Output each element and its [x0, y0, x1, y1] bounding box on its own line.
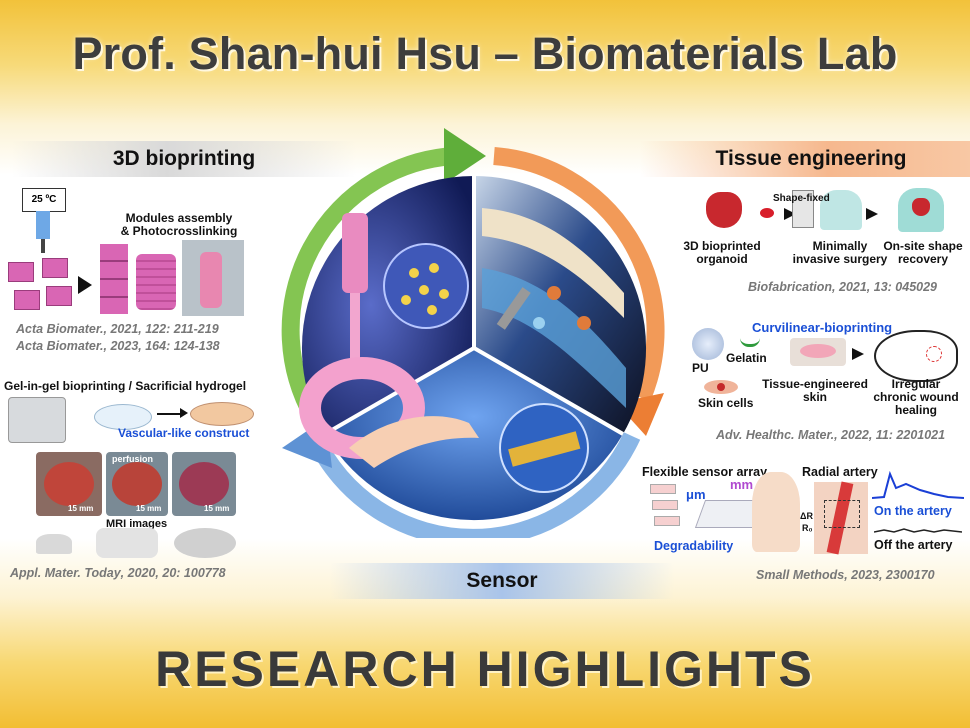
millimeter-label: mm	[730, 477, 754, 492]
arrow-right-icon-2	[157, 413, 181, 415]
modules-label-1: Modules assembly	[125, 211, 233, 225]
micrometer-label: μm	[686, 487, 706, 502]
hydrogel-cube-icon	[8, 262, 34, 282]
heart-organoid-icon	[706, 192, 742, 228]
hand-icon	[349, 416, 479, 468]
mri-image-1	[36, 534, 72, 554]
green-arrow-arc	[281, 147, 455, 423]
bioprinter-icon	[8, 397, 66, 443]
orange-arrow-arc	[493, 147, 665, 402]
tissue-citation-1: Biofabrication, 2021, 13: 045029	[748, 280, 937, 294]
mri-image-3	[174, 528, 236, 558]
degradability-label: Degradability	[654, 539, 734, 553]
tissue-skin-label-2: skin	[802, 390, 827, 404]
off-artery-label: Off the artery	[874, 538, 953, 552]
stacked-modules-icon	[100, 244, 128, 314]
tissue-banner: Tissue engineering	[640, 141, 970, 177]
sensor-banner: Sensor	[330, 563, 674, 599]
radial-artery-label: Radial artery	[802, 465, 878, 479]
skin-cells-label: Skin cells	[698, 396, 754, 410]
blue-arrow-arc	[305, 432, 641, 538]
surgery-label-1: Minimally	[812, 239, 868, 253]
organoid-label-1: 3D bioprinted	[683, 239, 761, 253]
patient-icon	[898, 188, 944, 232]
off-artery-signal	[874, 528, 962, 533]
skin-construct-photo	[790, 338, 846, 366]
mri-label: MRI images	[106, 518, 168, 530]
recovery-label-2: recovery	[897, 252, 949, 266]
mri-image-2	[96, 528, 158, 558]
freezer-icon	[792, 190, 814, 228]
temperature-box: 25 ºC	[22, 188, 66, 212]
bioprinting-banner: 3D bioprinting	[12, 141, 356, 177]
skin-layer-icon	[482, 208, 624, 318]
center-circle-graphic	[281, 128, 665, 538]
poster-footer: RESEARCH HIGHLIGHTS	[155, 641, 815, 697]
sensor-array-icon	[650, 484, 676, 494]
needle-icon	[496, 287, 531, 330]
perfusion-photo-1	[36, 452, 102, 516]
layered-construct-icon	[136, 254, 176, 310]
bioprinting-citation-3: Appl. Mater. Today, 2020, 20: 100778	[10, 566, 226, 580]
perfusion-photo-3	[172, 452, 236, 516]
scale-bar-3: 15 mm	[204, 504, 230, 513]
human-body-icon	[752, 472, 800, 552]
radial-artery-diagram	[814, 481, 868, 555]
mouse-wound-icon	[874, 330, 958, 382]
bioprinting-citation-2: Acta Biomater., 2023, 164: 124-138	[16, 339, 220, 353]
scale-bar-1: 15 mm	[68, 504, 94, 513]
tissue-citation-2: Adv. Healthc. Mater., 2022, 11: 2201021	[716, 428, 946, 442]
gelatin-strand-icon	[740, 338, 760, 347]
syringe-icon	[36, 211, 50, 239]
wound-label-1: Irregular	[891, 377, 941, 391]
poster-title: Prof. Shan-hui Hsu – Biomaterials Lab	[72, 28, 898, 79]
recovery-label-1: On-site shape	[883, 239, 963, 253]
wound-label-3: healing	[894, 403, 937, 417]
wound-label-2: chronic wound	[873, 390, 959, 404]
curvilinear-label: Curvilinear-bioprinting	[752, 320, 893, 335]
gel-dish-icon	[94, 404, 152, 430]
shape-fixed-dot-icon	[760, 208, 774, 218]
artery-signal-chart	[872, 470, 964, 499]
vascular-construct-icon	[190, 402, 254, 426]
surgery-label-2: invasive surgery	[792, 252, 888, 266]
gel-in-gel-label: Gel-in-gel bioprinting / Sacrificial hyd…	[4, 379, 247, 393]
organoid-label-2: organoid	[696, 252, 748, 266]
perfusion-label: perfusion	[112, 454, 154, 464]
delta-r-label: ΔR	[800, 511, 813, 521]
shape-fixed-label: Shape-fixed	[773, 193, 830, 204]
pu-label: PU	[692, 361, 709, 375]
arrow-right-icon	[78, 276, 92, 294]
vascular-label: Vascular-like construct	[118, 426, 250, 440]
sensor-citation: Small Methods, 2023, 2300170	[756, 568, 935, 582]
tissue-skin-label-1: Tissue-engineered	[762, 377, 868, 391]
bioprinter-nozzle-icon	[342, 213, 368, 293]
r0-label: R₀	[802, 523, 813, 533]
modules-label-2: & Photocrosslinking	[120, 224, 238, 238]
bioprinting-citation-1: Acta Biomater., 2021, 122: 211-219	[16, 322, 219, 336]
skin-cell-icon	[704, 380, 738, 394]
on-artery-label: On the artery	[874, 504, 952, 518]
pu-particle-icon	[692, 328, 724, 360]
green-arrow-head	[444, 128, 486, 184]
scale-bar-2: 15 mm	[136, 504, 162, 513]
flexible-sensor-label: Flexible sensor array	[642, 465, 768, 479]
surgeon-icon	[820, 190, 862, 230]
gelatin-label: Gelatin	[726, 351, 767, 365]
perfusion-photo-2	[106, 452, 168, 516]
